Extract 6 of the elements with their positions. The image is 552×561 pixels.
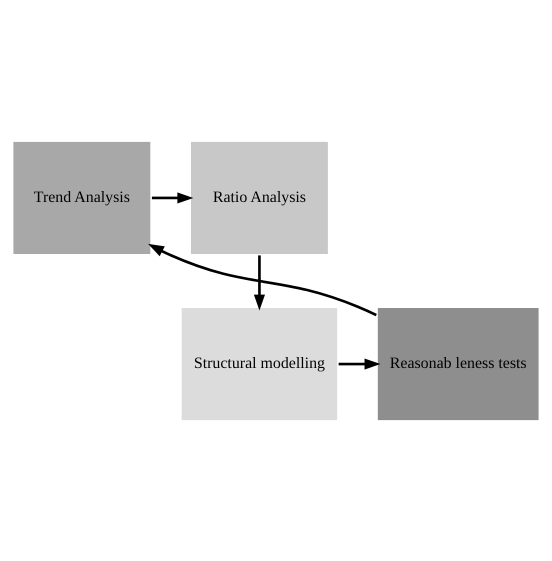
arrow xyxy=(338,358,380,370)
arrow xyxy=(254,254,266,310)
arrow xyxy=(152,192,194,204)
node-box: Trend Analysis xyxy=(10,138,153,256)
node-box: Ratio Analysis xyxy=(188,138,331,256)
arrow xyxy=(148,243,377,316)
